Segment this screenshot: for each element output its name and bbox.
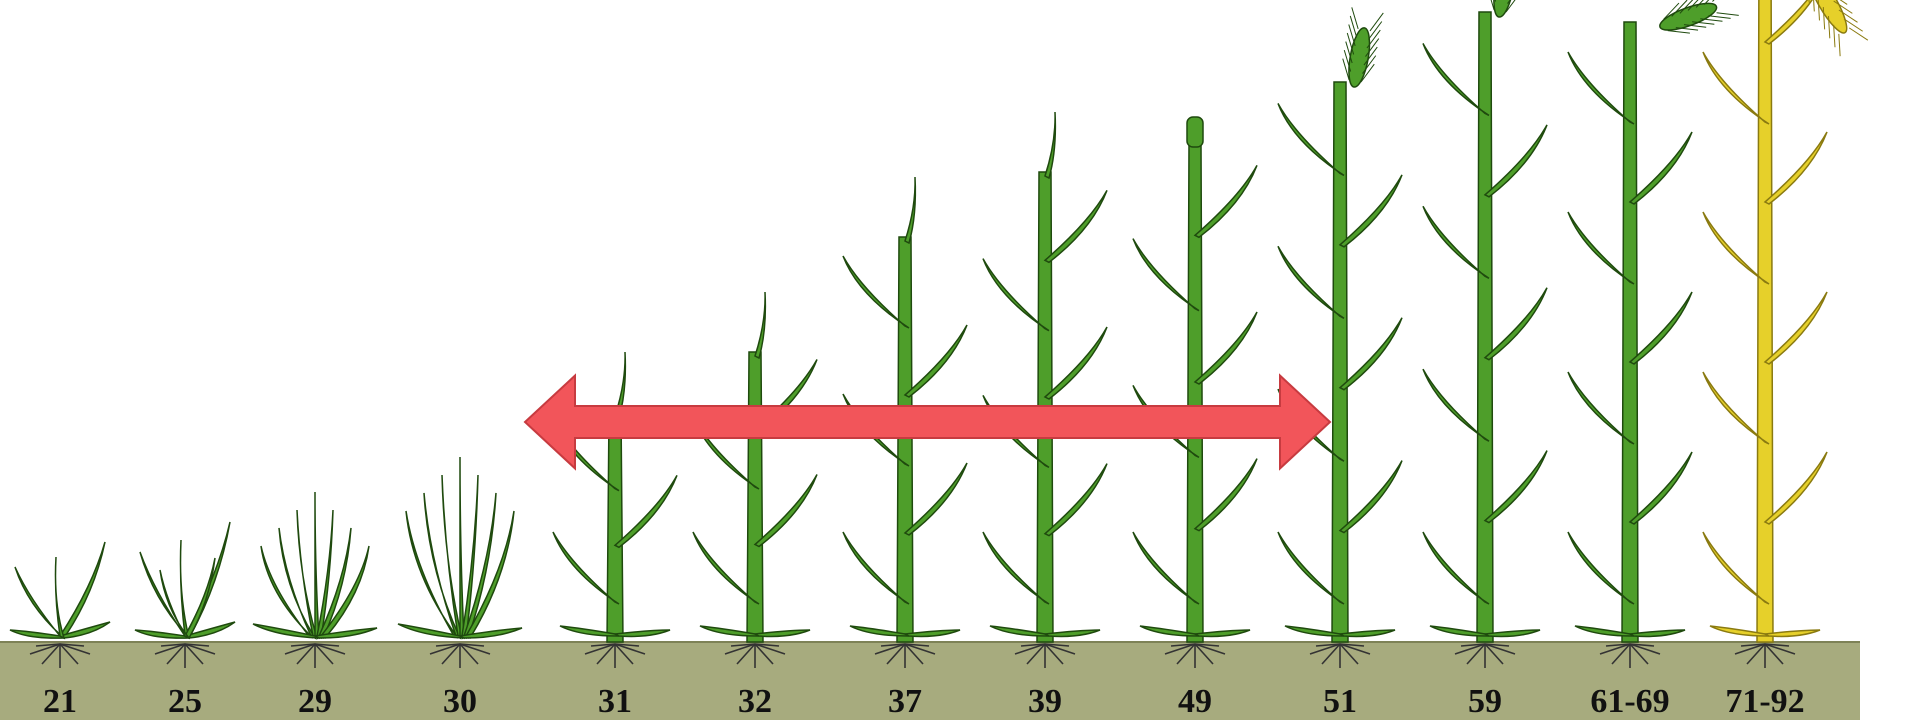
- roots-icon: [29, 643, 91, 668]
- stage-label: 37: [888, 683, 922, 720]
- stage-label: 51: [1323, 683, 1357, 720]
- stem-plant-icon: [552, 351, 678, 668]
- stage-label: 61-69: [1590, 683, 1669, 720]
- stem-plant-icon: [692, 291, 818, 668]
- roots-icon: [1309, 643, 1371, 668]
- heading-plant-icon: [1422, 0, 1548, 668]
- stage-label: 39: [1028, 683, 1062, 720]
- heading-plant-icon: [1277, 7, 1403, 668]
- stage-range-arrow: [523, 373, 1332, 471]
- stage-label: 59: [1468, 683, 1502, 720]
- tillering-plant-icon: [252, 491, 378, 668]
- roots-icon: [584, 643, 646, 668]
- roots-icon: [874, 643, 936, 668]
- soil-band: [0, 642, 1860, 720]
- roots-icon: [1164, 643, 1226, 668]
- ear-icon: [1659, 0, 1739, 34]
- stage-label: 29: [298, 683, 332, 720]
- stem-plant-icon: [982, 111, 1108, 668]
- boot-plant-icon: [1132, 116, 1258, 668]
- stage-label: 71-92: [1725, 683, 1804, 720]
- roots-icon: [724, 643, 786, 668]
- roots-icon: [154, 643, 216, 668]
- roots-icon: [429, 643, 491, 668]
- tillering-plant-icon: [397, 456, 523, 668]
- stage-label: 31: [598, 683, 632, 720]
- ear-icon: [1487, 0, 1522, 18]
- plant-stages: [9, 0, 1869, 668]
- flowering-plant-icon: [1567, 0, 1739, 668]
- ripe-plant-icon: [1702, 0, 1869, 668]
- roots-icon: [1014, 643, 1076, 668]
- roots-icon: [1454, 643, 1516, 668]
- seedling-icon: [9, 541, 111, 668]
- seedling-icon: [134, 521, 236, 668]
- ear-icon: [1807, 0, 1869, 57]
- roots-icon: [284, 643, 346, 668]
- stage-label: 49: [1178, 683, 1212, 720]
- double-headed-arrow-icon: [523, 373, 1332, 471]
- roots-icon: [1734, 643, 1796, 668]
- stage-labels: 21 25 29 30 31 32 37 39 49 51 59 61-69 71-92: [43, 683, 1805, 720]
- stage-label: 32: [738, 683, 772, 720]
- stage-label: 21: [43, 683, 77, 720]
- stage-label: 30: [443, 683, 477, 720]
- ear-icon: [1342, 7, 1384, 88]
- stage-label: 25: [168, 683, 202, 720]
- roots-icon: [1599, 643, 1661, 668]
